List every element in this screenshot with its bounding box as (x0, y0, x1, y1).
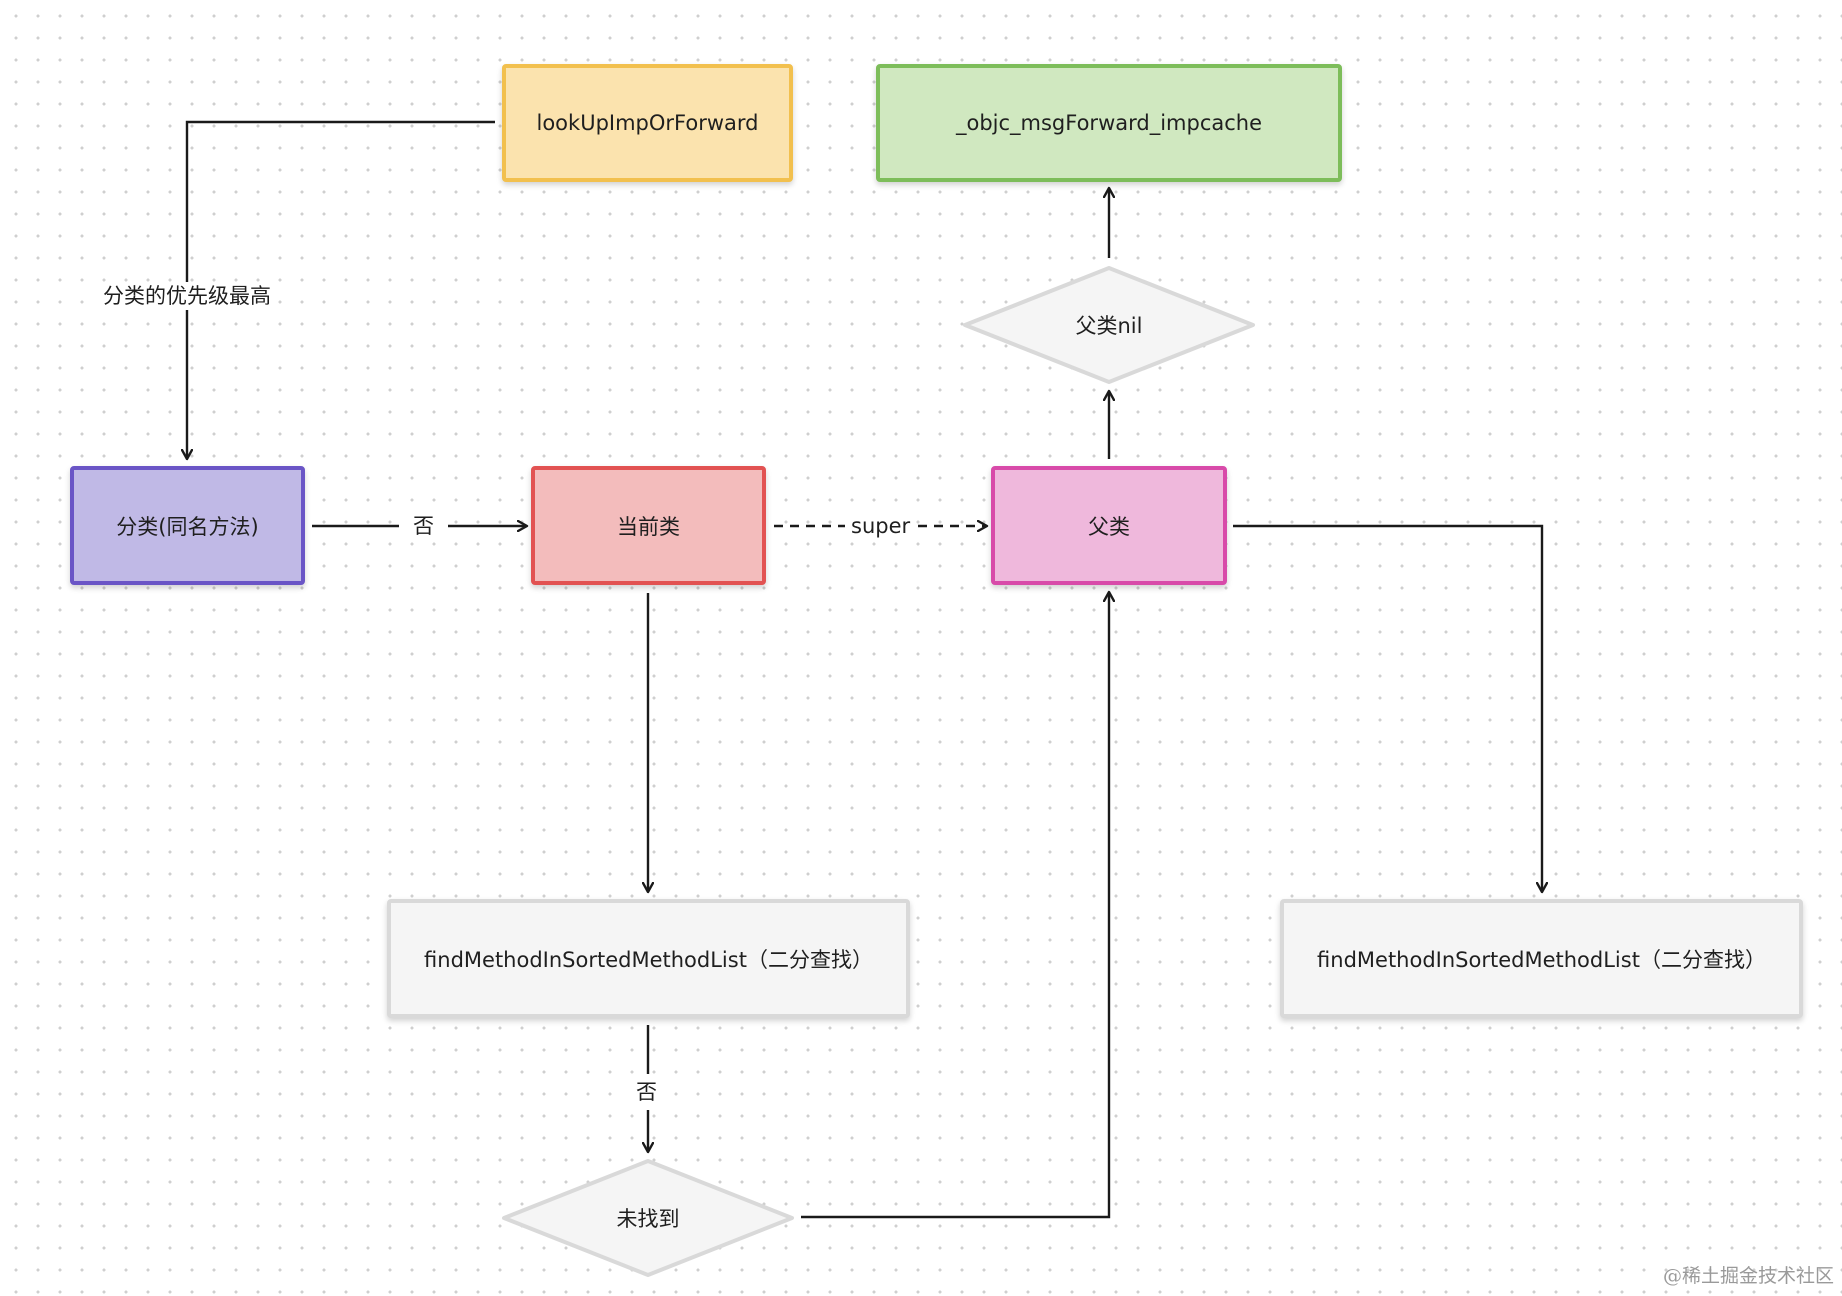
current-class-node[interactable]: 当前类 (531, 466, 766, 585)
super-edge-label: super (845, 512, 917, 540)
not-found-decision-node[interactable]: 未找到 (502, 1159, 794, 1277)
find-method-in-sorted-method-list-label: findMethodInSortedMethodList（二分查找） (424, 947, 873, 972)
superclass-find-method-in-sorted-method-list-node[interactable]: findMethodInSortedMethodList（二分查找） (1280, 899, 1803, 1018)
edge-notfound-to-superclass (801, 592, 1109, 1219)
superclass-find-method-in-sorted-method-list-label: findMethodInSortedMethodList（二分查找） (1317, 947, 1766, 972)
category-no-edge-label: 否 (399, 512, 448, 540)
category-same-name-method-label: 分类(同名方法) (116, 514, 259, 539)
current-class-label: 当前类 (617, 514, 680, 539)
watermark: @稀土掘金技术社区 (1662, 1265, 1834, 1287)
edge-superclass-to-find-right (1233, 524, 1542, 892)
not-found-diamond-shape (502, 1159, 794, 1277)
objc-msg-forward-impcache-node[interactable]: _objc_msgForward_impcache (876, 64, 1342, 182)
edge-lookup-to-category (187, 120, 495, 459)
category-priority-edge-label: 分类的优先级最高 (97, 282, 277, 310)
objc-msg-forward-impcache-label: _objc_msgForward_impcache (955, 111, 1263, 135)
find-method-in-sorted-method-list-node[interactable]: findMethodInSortedMethodList（二分查找） (387, 899, 910, 1018)
find-no-edge-label: 否 (630, 1074, 663, 1110)
lookup-imp-or-forward-label: lookUpImpOrForward (536, 111, 759, 135)
superclass-nil-diamond-shape (963, 266, 1255, 384)
superclass-nil-decision-node[interactable]: 父类nil (963, 266, 1255, 384)
lookup-imp-or-forward-node[interactable]: lookUpImpOrForward (502, 64, 793, 182)
category-same-name-method-node[interactable]: 分类(同名方法) (70, 466, 305, 585)
superclass-label: 父类 (1088, 514, 1130, 539)
superclass-node[interactable]: 父类 (991, 466, 1227, 585)
superclass-nil-label: 父类nil (1075, 314, 1143, 338)
not-found-label: 未找到 (616, 1207, 680, 1231)
